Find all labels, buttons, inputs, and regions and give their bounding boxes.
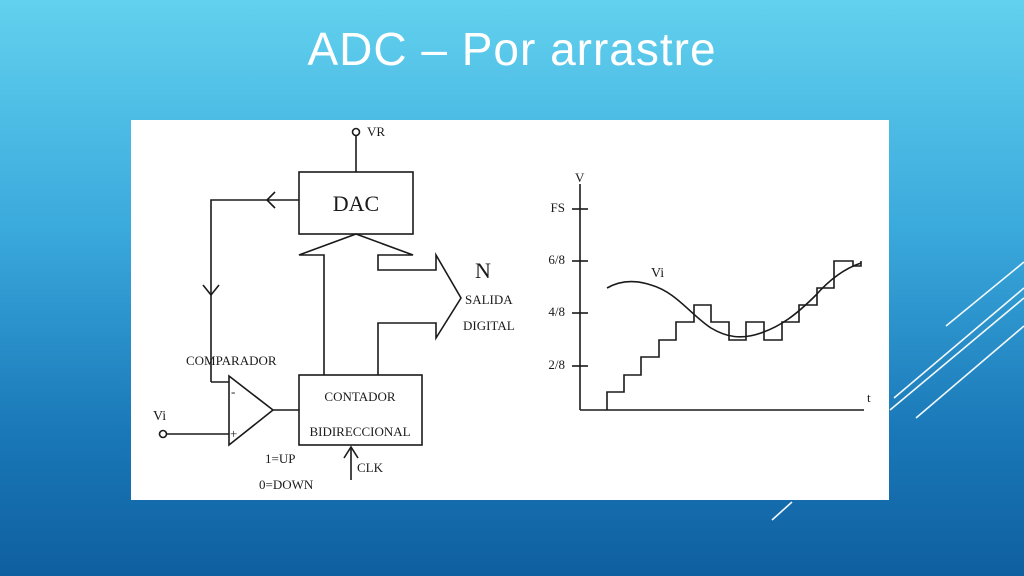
feedback-arrow-down <box>202 284 220 297</box>
vr-label: VR <box>367 124 385 139</box>
vr-terminal <box>351 127 361 137</box>
down-label: 0=DOWN <box>259 477 314 492</box>
dac-box <box>298 171 414 235</box>
feedback-wire <box>210 199 299 382</box>
contador-box <box>298 374 423 446</box>
tick-label-fs: FS <box>551 200 565 215</box>
digital-label: DIGITAL <box>463 318 515 333</box>
dac-staircase <box>606 260 862 410</box>
circuit: VR DAC N SALIDA DIGITAL COMPARADOR - + V… <box>153 124 515 492</box>
tick-label-4-8: 4/8 <box>548 304 565 319</box>
dac-label: DAC <box>333 191 379 216</box>
clk-label: CLK <box>357 460 384 475</box>
tick-label-2-8: 2/8 <box>548 357 565 372</box>
diagram-panel: VR DAC N SALIDA DIGITAL COMPARADOR - + V… <box>131 120 889 500</box>
vi-curve <box>606 262 862 338</box>
feedback-arrow-left <box>265 191 276 209</box>
v-axis-label: V <box>575 170 585 185</box>
n-label: N <box>475 258 491 283</box>
bidireccional-label: BIDIRECCIONAL <box>309 424 410 439</box>
comparador-label: COMPARADOR <box>186 353 277 368</box>
up-label: 1=UP <box>265 451 295 466</box>
comparator-plus: + <box>230 426 237 441</box>
diagram-svg: VR DAC N SALIDA DIGITAL COMPARADOR - + V… <box>153 124 871 492</box>
data-bus-arrow <box>298 233 462 375</box>
clk-arrow <box>343 445 359 459</box>
comparator-minus: - <box>231 384 235 399</box>
vi-curve-label: Vi <box>651 266 664 281</box>
slide-title: ADC – Por arrastre <box>307 23 717 75</box>
salida-label: SALIDA <box>465 292 513 307</box>
vi-terminal <box>158 429 168 439</box>
graph: V t FS 6/8 4/8 2/8 Vi <box>548 170 871 411</box>
contador-label: CONTADOR <box>324 389 396 404</box>
t-axis-label: t <box>867 390 871 405</box>
comparator-symbol <box>228 374 275 447</box>
tick-label-6-8: 6/8 <box>548 252 565 267</box>
vi-input-label: Vi <box>153 409 166 424</box>
